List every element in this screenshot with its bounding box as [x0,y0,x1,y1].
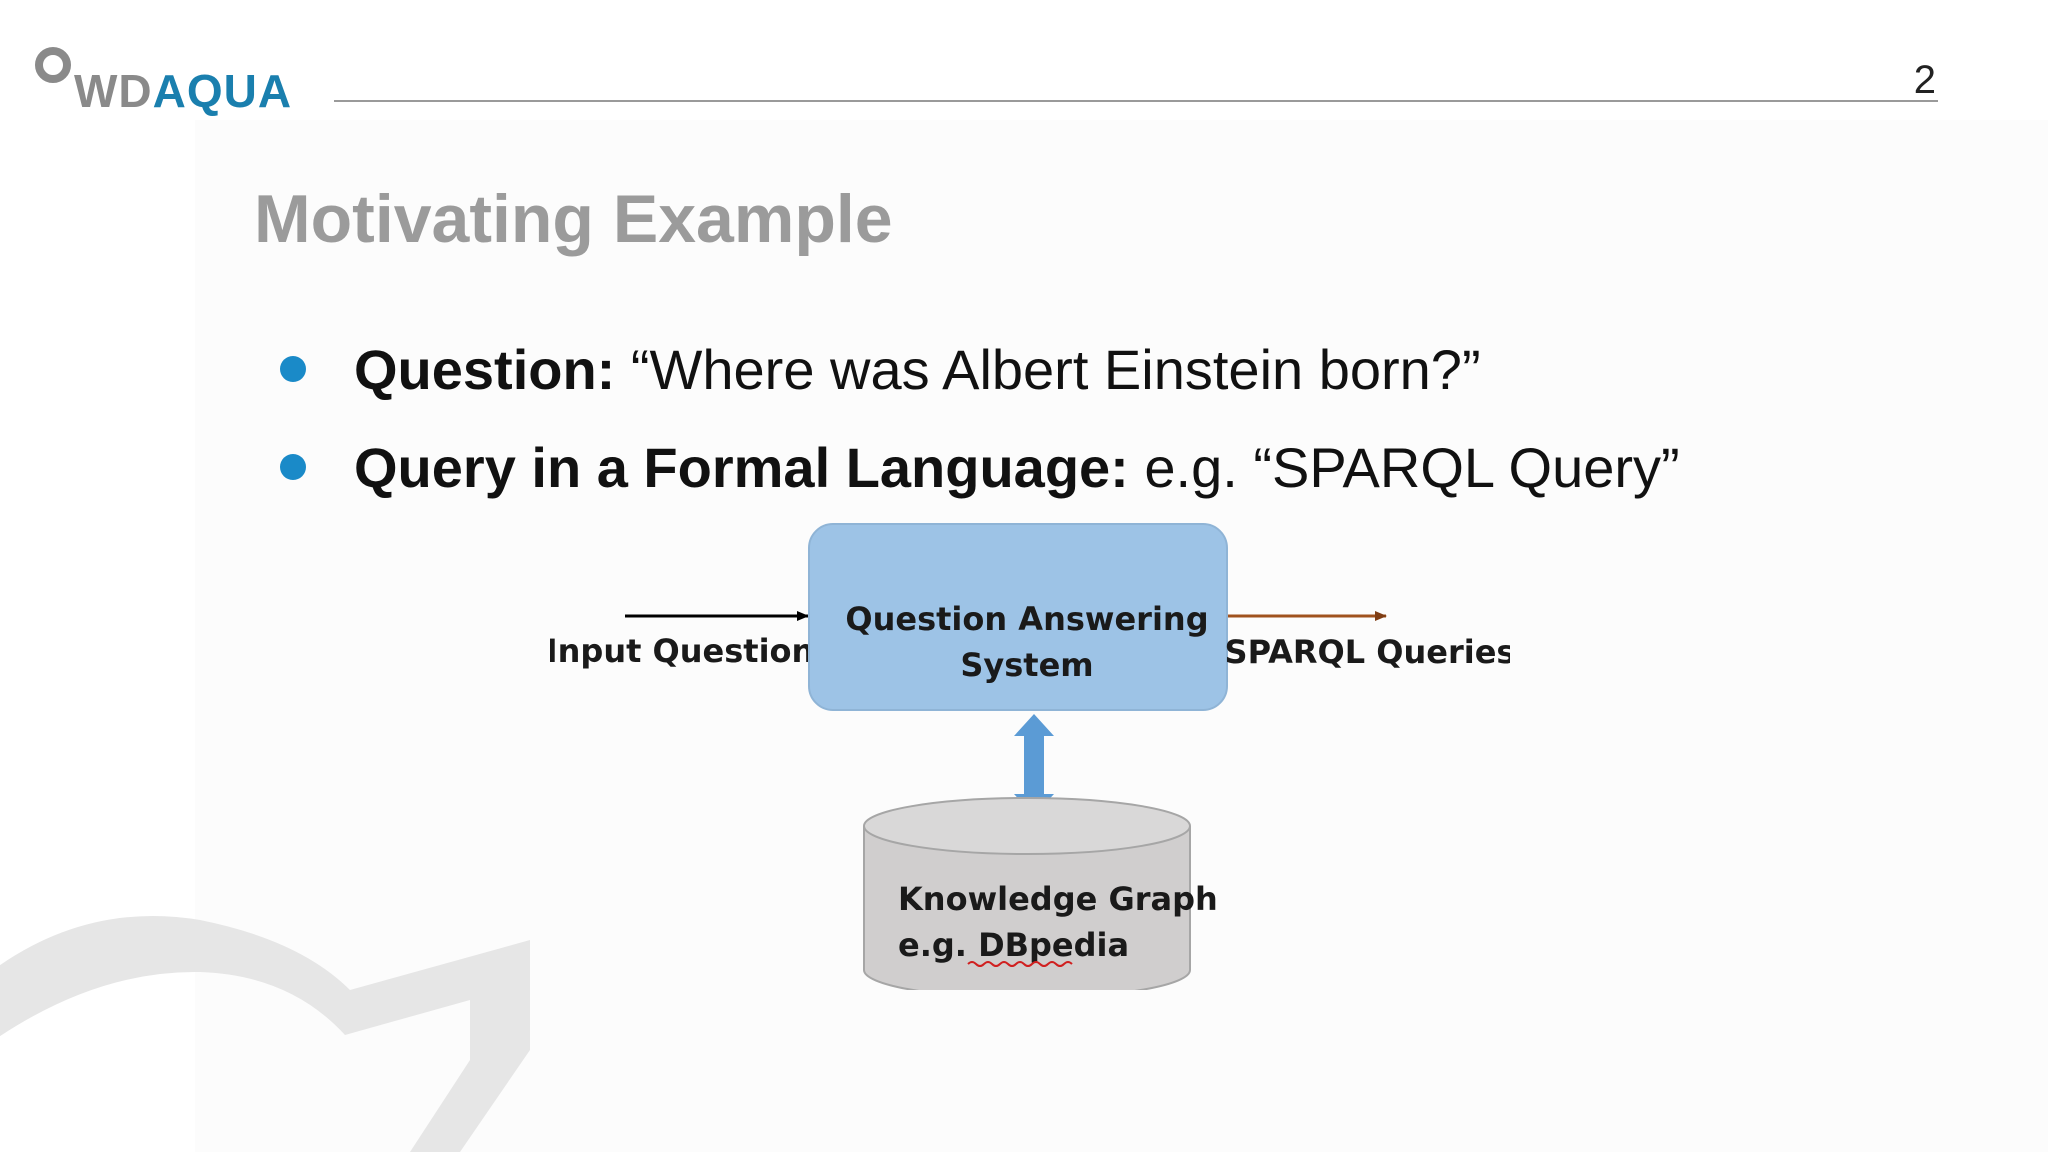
bidirectional-arrow-icon [1014,714,1054,816]
slide-number: 2 [1913,58,1936,102]
bullet-text: e.g. “SPARQL Query” [1128,435,1680,499]
logo-ring-icon [35,47,71,83]
logo-text-wd: WD [74,65,153,117]
bullet-query: Query in a Formal Language: e.g. “SPARQL… [280,418,1680,516]
spellcheck-underline [967,961,1073,967]
bullet-dot-icon [280,356,306,382]
wdaqua-logo: WD AQUA [34,40,292,120]
knowledge-graph-label-line2: e.g. DBpedia [898,926,1129,964]
input-question-label: Input Question [550,632,814,670]
bullet-text: “Where was Albert Einstein born?” [615,337,1481,401]
bullet-list: Question: “Where was Albert Einstein bor… [280,320,1680,516]
qa-system-box [808,523,1228,711]
header-rule [334,100,1938,102]
logo-text-aqua: AQUA [152,65,293,117]
slide-title: Motivating Example [254,181,893,257]
qa-system-label-line1: Question Answering [845,600,1208,638]
bullet-label: Query in a Formal Language: [354,435,1129,499]
watermark-logo-icon [0,916,530,1152]
database-top [863,797,1191,855]
knowledge-graph-label-line1: Knowledge Graph [898,880,1218,918]
qa-diagram-svg: Input Question Question Answering System… [546,523,1515,999]
bullet-label: Question: [354,337,616,401]
qa-system-label-line2: System [960,646,1093,684]
bullet-question: Question: “Where was Albert Einstein bor… [280,320,1680,418]
sparql-queries-label: SPARQL Queries [1225,633,1510,671]
bullet-dot-icon [280,454,306,480]
qa-diagram: Input Question Question Answering System… [546,520,1515,999]
